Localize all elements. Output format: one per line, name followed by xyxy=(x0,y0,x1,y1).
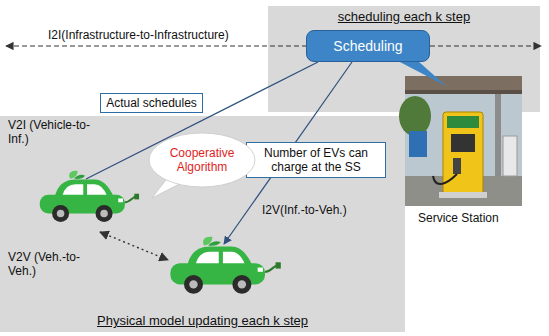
link-label: V2I (Vehicle-to-Inf.) xyxy=(8,118,108,146)
physical-model-region: Physical model updating each k step Numbe… xyxy=(0,116,405,332)
link-label: I2I(Infrastructure-to-Infrastructure) xyxy=(48,28,229,42)
charger-base xyxy=(439,192,487,198)
photo-canopy-edge xyxy=(405,90,522,94)
photo-pillar xyxy=(495,94,501,184)
node-text: Scheduling xyxy=(333,38,402,54)
node-text: Actual schedules xyxy=(106,96,197,110)
message-box: Actual schedules xyxy=(100,93,203,113)
ev-car xyxy=(170,237,280,294)
group-heading: scheduling each k step xyxy=(268,9,540,24)
link-label: I2V(Inf.-to-Veh.) xyxy=(262,203,347,217)
i2i-dashed-arrow xyxy=(6,45,541,46)
v2v-dotted-arrow xyxy=(100,232,168,260)
node-text: Number of EVs can charge at the SS xyxy=(253,146,379,174)
photo-sign xyxy=(409,131,427,157)
message-box: Number of EVs can charge at the SS xyxy=(246,142,386,178)
speech-bubble: Cooperative Algorithm xyxy=(148,132,256,188)
charger-holster xyxy=(453,158,461,174)
group-heading: Physical model updating each k step xyxy=(0,313,405,328)
charger-cable xyxy=(433,174,457,184)
scheduling-band: scheduling each k stepScheduling xyxy=(268,6,540,112)
node-text: Cooperative Algorithm xyxy=(165,146,239,174)
service-station-photo xyxy=(399,76,522,206)
photo-tree xyxy=(399,96,431,136)
scheduler-box: Scheduling xyxy=(306,30,430,62)
callout-pointer xyxy=(398,61,446,86)
grey-regions xyxy=(0,6,540,332)
photo-cabinet xyxy=(503,136,517,176)
photo-canopy xyxy=(405,76,522,90)
grey-ground xyxy=(0,116,405,332)
charger-panel xyxy=(447,116,479,128)
charger-screen xyxy=(451,134,475,152)
link-label: V2V (Veh.-to-Veh.) xyxy=(8,250,100,278)
ev-car xyxy=(40,171,139,222)
photo-caption: Service Station xyxy=(418,211,499,225)
photo-sky xyxy=(405,76,522,206)
bubble-ellipse xyxy=(149,133,255,187)
